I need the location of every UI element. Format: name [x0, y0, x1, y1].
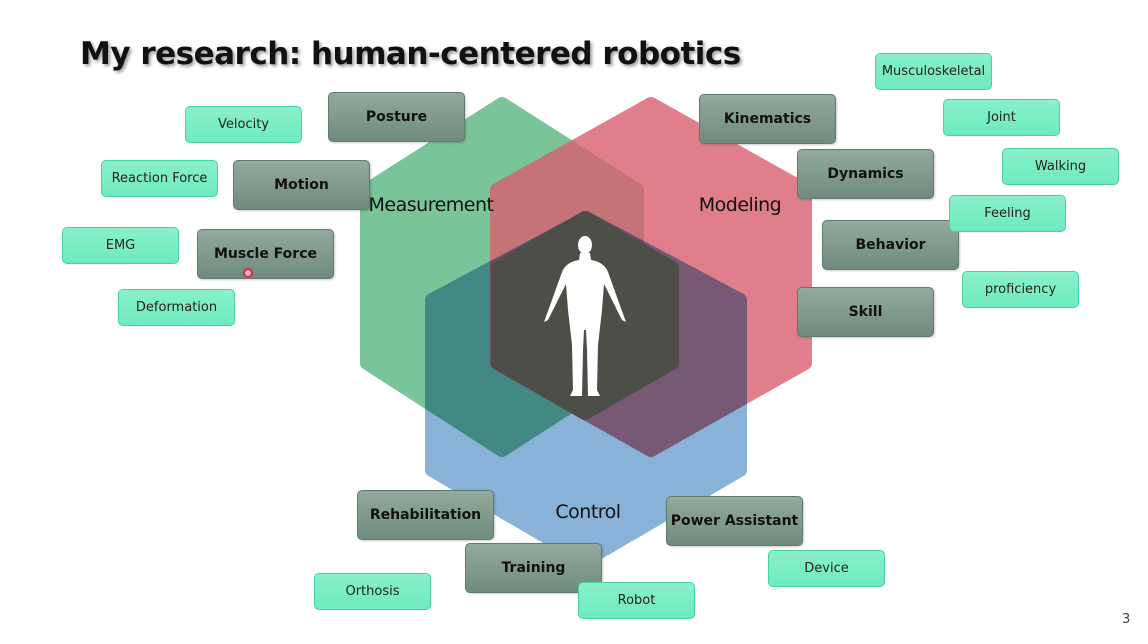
category-muscle-force: Muscle Force: [197, 229, 334, 279]
control-label: Control: [555, 501, 621, 523]
category-kinematics: Kinematics: [699, 94, 836, 144]
item-proficiency: proficiency: [962, 271, 1079, 308]
category-skill: Skill: [797, 287, 934, 337]
category-behavior: Behavior: [822, 220, 959, 270]
item-orthosis: Orthosis: [314, 573, 431, 610]
item-velocity: Velocity: [185, 106, 302, 143]
category-rehabilitation: Rehabilitation: [357, 490, 494, 540]
item-device: Device: [768, 550, 885, 587]
category-training: Training: [465, 543, 602, 593]
item-reaction-force: Reaction Force: [101, 160, 218, 197]
item-joint: Joint: [943, 99, 1060, 136]
item-feeling: Feeling: [949, 195, 1066, 232]
modeling-label: Modeling: [698, 194, 782, 216]
category-power-assistant: Power Assistant: [666, 496, 803, 546]
slide-title: My research: human-centered robotics: [80, 36, 741, 72]
category-dynamics: Dynamics: [797, 149, 934, 199]
human-body-icon: [544, 236, 626, 396]
pointer-cursor: [243, 268, 253, 278]
measurement-label: Measurement: [368, 194, 494, 216]
item-deformation: Deformation: [118, 289, 235, 326]
category-posture: Posture: [328, 92, 465, 142]
item-walking: Walking: [1002, 148, 1119, 185]
item-musculoskeletal: Musculoskeletal: [875, 53, 992, 90]
category-motion: Motion: [233, 160, 370, 210]
item-emg: EMG: [62, 227, 179, 264]
item-robot: Robot: [578, 582, 695, 619]
page-number: 3: [1122, 612, 1131, 627]
